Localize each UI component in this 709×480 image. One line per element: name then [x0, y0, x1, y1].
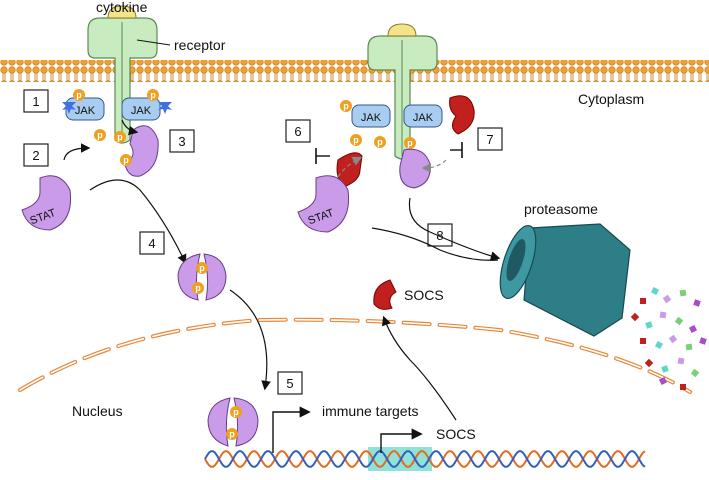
- peptide-fragment: [659, 311, 667, 319]
- peptide-fragment: [640, 338, 646, 344]
- peptide-fragment: [661, 365, 669, 373]
- jak-left-1: JAK: [62, 97, 105, 121]
- peptide-fragment: [680, 384, 686, 390]
- socs-bound-right: [449, 95, 475, 135]
- peptide-fragment: [690, 368, 700, 378]
- svg-text:p: p: [377, 137, 383, 147]
- step-8: 8: [427, 223, 453, 247]
- receptor-label: receptor: [174, 37, 226, 53]
- step-3: 3: [169, 129, 195, 153]
- peptide-fragment: [644, 358, 654, 368]
- activation-star-icon: [158, 102, 172, 114]
- svg-text:7: 7: [486, 132, 493, 147]
- receptor-left: [87, 5, 158, 144]
- svg-text:p: p: [123, 155, 129, 165]
- activation-star-icon: [62, 102, 76, 114]
- stat-docked: [124, 125, 159, 177]
- dna-strand: [204, 447, 646, 471]
- jak-label: JAK: [131, 105, 152, 117]
- transcription-arrow-immune: [272, 406, 311, 453]
- arrow-socs-export: [381, 315, 457, 421]
- cytokine-icon: [387, 23, 417, 37]
- jak-label: JAK: [361, 112, 382, 124]
- stat-free-left: STAT: [21, 175, 72, 231]
- svg-text:8: 8: [436, 228, 443, 243]
- peptide-fragment: [688, 324, 698, 334]
- peptide-fragment: [679, 289, 687, 297]
- step-4: 4: [139, 231, 165, 255]
- svg-text:3: 3: [178, 134, 185, 149]
- peptide-fragment: [662, 294, 672, 304]
- stat-docked-right: [399, 148, 431, 189]
- cytoplasm-label: Cytoplasm: [578, 91, 644, 107]
- immune-targets-label: immune targets: [322, 403, 418, 419]
- peptide-fragment: [645, 321, 653, 329]
- step-2: 2: [23, 143, 49, 167]
- phosphate-group: p p p p: [73, 89, 159, 143]
- peptide-fragment: [699, 337, 707, 345]
- jak-label: JAK: [75, 105, 96, 117]
- svg-text:p: p: [199, 263, 205, 273]
- peptide-fragment: [654, 340, 664, 350]
- step-1: 1: [23, 89, 49, 113]
- svg-text:5: 5: [286, 376, 293, 391]
- arrow-degradation-a: [408, 197, 501, 261]
- svg-text:4: 4: [148, 236, 155, 251]
- svg-text:p: p: [343, 101, 349, 111]
- peptide-fragment: [685, 343, 693, 351]
- socs-gene-label: SOCS: [436, 426, 476, 442]
- arrow-nuclear-import: [229, 289, 271, 391]
- jak-label: JAK: [413, 112, 434, 124]
- socs-protein: SOCS: [373, 279, 444, 310]
- plasma-membrane: [0, 60, 709, 82]
- svg-text:p: p: [407, 138, 413, 148]
- svg-text:p: p: [117, 132, 123, 142]
- svg-text:p: p: [233, 407, 239, 417]
- svg-text:p: p: [97, 130, 103, 140]
- svg-text:2: 2: [32, 148, 39, 163]
- step-6: 6: [285, 119, 311, 143]
- peptide-fragments: [630, 286, 707, 390]
- step-7: 7: [477, 127, 503, 151]
- jak-right-2: JAK: [403, 104, 443, 128]
- peptide-fragment: [640, 298, 646, 304]
- socs-protein-label: SOCS: [404, 287, 444, 303]
- transcription-arrow-socs: [380, 428, 423, 453]
- svg-text:p: p: [229, 429, 235, 439]
- peptide-fragment: [677, 357, 685, 365]
- jak-right-1: JAK: [351, 104, 391, 128]
- proteasome-label: proteasome: [524, 201, 598, 217]
- peptide-fragment: [693, 299, 701, 307]
- nucleus-label: Nucleus: [72, 403, 123, 419]
- jak-left-2: JAK: [121, 97, 172, 121]
- peptide-fragment: [674, 316, 684, 326]
- svg-text:6: 6: [294, 124, 301, 139]
- svg-text:1: 1: [32, 94, 39, 109]
- peptide-fragment: [658, 376, 668, 386]
- peptide-fragment: [630, 312, 640, 322]
- svg-text:p: p: [150, 90, 156, 100]
- receptor-right: [367, 23, 438, 160]
- cytokine-icon: [107, 5, 137, 19]
- stat-dimer-nucleus: p p: [207, 397, 259, 447]
- receptor-pointer-line: [136, 39, 171, 46]
- step-5: 5: [277, 371, 303, 395]
- svg-text:p: p: [353, 135, 359, 145]
- peptide-fragment: [668, 334, 678, 344]
- stat-dimer-cytoplasm: p p: [177, 253, 227, 301]
- stat-free-right: STAT: [297, 175, 350, 233]
- svg-text:p: p: [76, 90, 82, 100]
- peptide-fragment: [650, 286, 660, 296]
- arrow-stat-recruit: [63, 143, 91, 161]
- svg-text:p: p: [195, 283, 201, 293]
- proteasome-icon: [499, 223, 631, 337]
- cytokine-label: cytokine: [96, 0, 148, 15]
- arrow-dimerize: [89, 179, 187, 265]
